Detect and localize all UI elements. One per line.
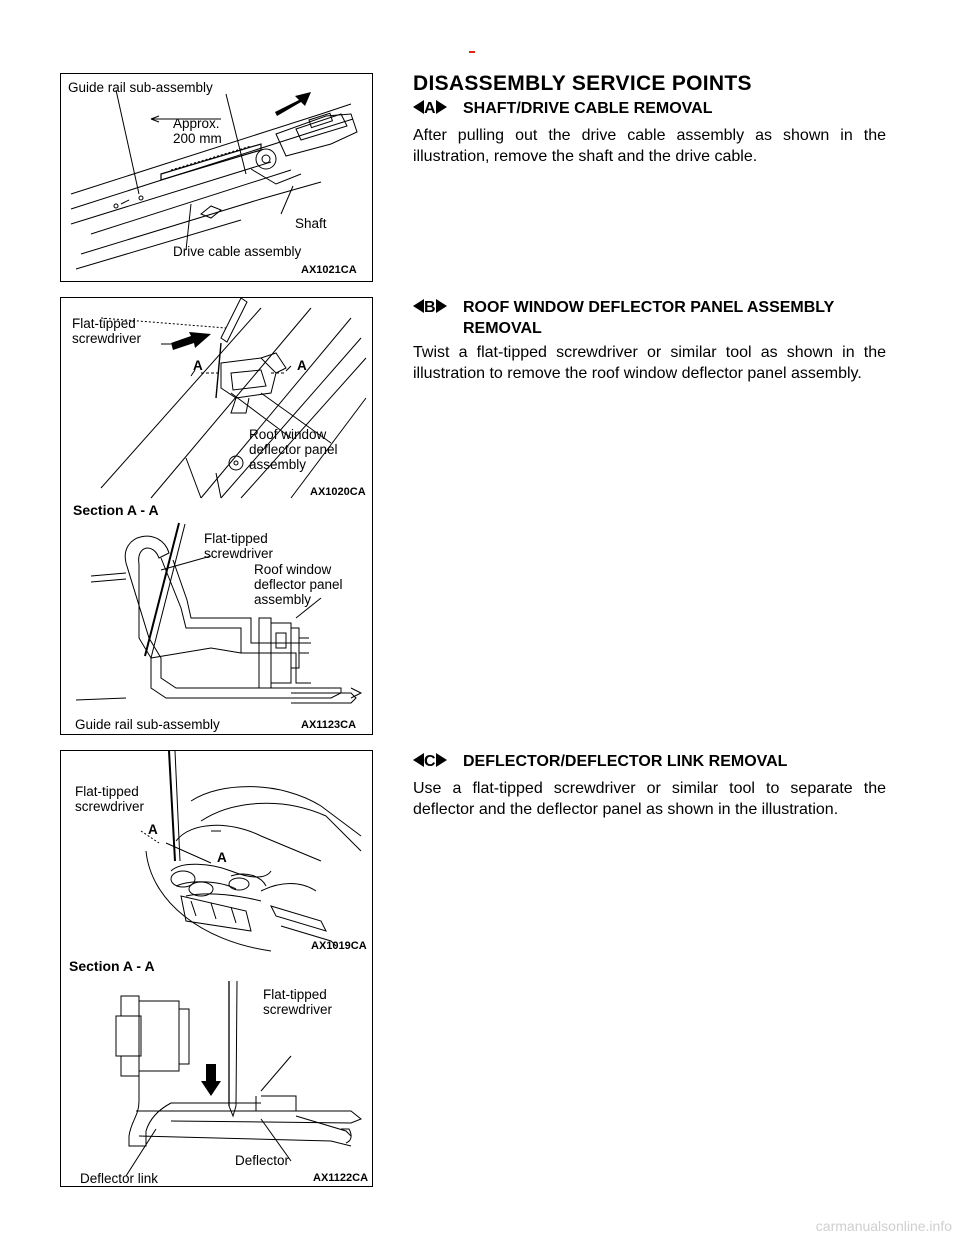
section-b-title: ROOF WINDOW DEFLECTOR PANEL ASSEMBLY REM… [463,299,834,337]
figure-3-drawing [115,751,362,1177]
label-shaft: Shaft [295,216,327,231]
section-c-header: C DEFLECTOR/DEFLECTOR LINK REMOVAL [413,751,787,772]
figure-deflector-panel: Flat-tipped screwdriver A A Roof window … [60,297,373,735]
section-a-header: A SHAFT/DRIVE CABLE REMOVAL [413,98,712,119]
top-red-mark [469,51,475,53]
figure-code: AX1021CA [301,264,357,276]
figure-shaft-drive-cable: Guide rail sub-assembly Approx. 200 mm S… [60,73,373,282]
figure-code-top: AX1019CA [311,940,367,952]
service-point-b-marker: B [413,297,463,318]
figure-1-drawing [70,89,358,270]
service-point-b-letter: B [424,299,436,316]
label-flat-screwdriver-section: Flat-tipped screwdriver [263,987,333,1017]
label-approx-length: Approx. 200 mm [173,116,222,146]
right-triangle-icon [435,299,447,313]
section-marker-a-right: A [297,358,307,373]
section-a-body: After pulling out the drive cable assemb… [413,127,886,165]
section-marker-a-left: A [148,822,158,837]
section-c-title: DEFLECTOR/DEFLECTOR LINK REMOVAL [463,753,788,770]
label-deflector-link: Deflector link [80,1171,159,1186]
section-b-header: B ROOF WINDOW DEFLECTOR PANEL ASSEMBLY RE… [413,297,883,339]
service-point-a-marker: A [413,98,463,119]
label-drive-cable: Drive cable assembly [173,244,302,259]
section-marker-a-left: A [193,358,203,373]
label-guide-rail: Guide rail sub-assembly [68,80,213,95]
main-title: DISASSEMBLY SERVICE POINTS [413,72,752,95]
figure-deflector-link: Flat-tipped screwdriver A A AX1019CA Sec… [60,750,373,1187]
left-triangle-icon [413,100,424,114]
section-title: Section A - A [73,502,159,518]
label-guide-rail-section: Guide rail sub-assembly [75,717,220,732]
left-triangle-icon [413,299,424,313]
figure-2-drawing [75,298,367,704]
service-point-c-letter: C [424,753,436,770]
section-c-body: Use a flat-tipped screwdriver or similar… [413,780,886,818]
right-triangle-icon [435,753,447,767]
label-deflector: Deflector [235,1153,290,1168]
section-marker-a-right: A [217,850,227,865]
section-a-title: SHAFT/DRIVE CABLE REMOVAL [463,100,713,117]
section-title: Section A - A [69,958,155,974]
label-flat-screwdriver-top: Flat-tipped screwdriver [72,316,142,346]
label-flat-screwdriver-top: Flat-tipped screwdriver [75,784,145,814]
service-point-c-marker: C [413,751,463,772]
right-triangle-icon [435,100,447,114]
label-deflector-panel-section: Roof window deflector panel assembly [254,562,343,607]
label-flat-screwdriver-section: Flat-tipped screwdriver [204,531,274,561]
label-deflector-panel-top: Roof window deflector panel assembly [249,427,338,472]
figure-code-top: AX1020CA [310,486,366,498]
section-b-body: Twist a flat-tipped screwdriver or simil… [413,344,886,382]
figure-code-bottom: AX1122CA [313,1172,369,1184]
left-triangle-icon [413,753,424,767]
watermark-footer: carmanualsonline.info [815,1218,952,1234]
figure-code-bottom: AX1123CA [301,719,357,731]
service-point-a-letter: A [424,100,436,117]
